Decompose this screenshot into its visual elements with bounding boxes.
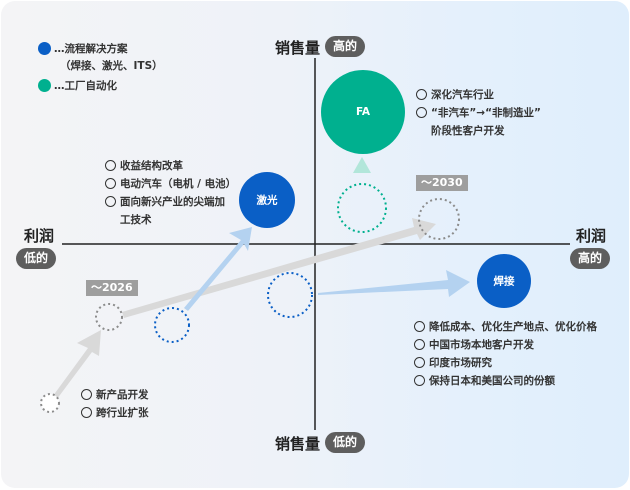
welding-note-text: 印度市场研究 (429, 357, 492, 369)
welding-note-item: 保持日本和美国公司的份额 (414, 372, 597, 390)
bullet-circle-icon (416, 107, 427, 118)
welding-growth-arrow (318, 270, 470, 297)
legend-sublabel-process-solutions: （焊接、激光、ITS） (60, 60, 163, 72)
new-note-text: 跨行业扩张 (96, 407, 149, 419)
y-axis-title-bottom: 销售量 (275, 435, 321, 453)
bullet-circle-icon (414, 321, 425, 332)
welding-note-item: 降低成本、优化生产地点、优化价格 (414, 318, 597, 336)
legend-item-factory-automation: …工厂自动化 (38, 78, 117, 93)
new-note-text: 新产品开发 (96, 389, 149, 401)
growth-arrow-2026-2030 (122, 218, 436, 318)
new-business-notes: 新产品开发 跨行业扩张 (81, 386, 149, 422)
target-2030-circle (418, 198, 460, 240)
laser-bubble-label: 激光 (256, 194, 278, 207)
laser-growth-arrow (184, 227, 252, 311)
fa-notes: 深化汽车行业 “非汽车”→“非制造业” 阶段性客户开发 (416, 86, 541, 140)
new-note-item: 跨行业扩张 (81, 404, 149, 422)
laser-bubble (239, 172, 295, 228)
welding-note-text: 降低成本、优化生产地点、优化价格 (429, 321, 597, 333)
legend-label-factory-automation: …工厂自动化 (54, 80, 117, 92)
laser-note-text: 收益结构改革 (120, 160, 183, 172)
legend-label-process-solutions: …流程解决方案 (54, 43, 128, 55)
laser-note-text: 电动汽车（电机 / 电池） (120, 178, 237, 190)
welding-bubble (477, 254, 531, 308)
fa-note-item: 深化汽车行业 (416, 86, 541, 104)
fa-note-item: “非汽车”→“非制造业” (416, 104, 541, 122)
welding-note-text: 保持日本和美国公司的份额 (429, 375, 555, 387)
welding-note-item: 中国市场本地客户开发 (414, 336, 597, 354)
target-2026-circle (95, 303, 123, 331)
laser-current-circle (154, 307, 190, 343)
fa-growth-arrow (353, 157, 371, 173)
y-high-pill: 高的 (325, 36, 366, 57)
fa-bubble-label: FA (355, 106, 371, 118)
bullet-circle-icon (105, 160, 116, 171)
y-low-pill: 低的 (325, 432, 366, 453)
year-tag-2026: ～2026 (86, 280, 138, 296)
y-axis-title-top: 销售量 (275, 39, 321, 57)
fa-bubble (321, 70, 405, 154)
welding-bubble-label: 焊接 (493, 275, 515, 288)
welding-note-item: 印度市场研究 (414, 354, 597, 372)
x-axis-title-left: 利润 (24, 227, 55, 245)
welding-current-circle (267, 272, 313, 318)
fa-note-text: 深化汽车行业 (431, 89, 494, 101)
fa-note-text: “非汽车”→“非制造业” (431, 107, 541, 119)
bullet-circle-icon (81, 389, 92, 400)
fa-current-circle (337, 183, 387, 233)
welding-note-text: 中国市场本地客户开发 (429, 339, 534, 351)
bullet-circle-icon (105, 196, 116, 207)
growth-arrow-start-2026 (50, 330, 101, 403)
start-point-circle (40, 393, 60, 413)
blue-dot-icon (38, 42, 51, 55)
laser-note-item: 收益结构改革 (105, 157, 236, 175)
x-low-pill: 低的 (16, 248, 57, 269)
bullet-circle-icon (416, 89, 427, 100)
laser-note-continuation: 工技术 (120, 214, 152, 226)
laser-note-item: 面向新兴产业的尖端加 (105, 193, 236, 211)
green-dot-icon (38, 79, 51, 92)
laser-note-item: 电动汽车（电机 / 电池） (105, 175, 236, 193)
laser-notes: 收益结构改革 电动汽车（电机 / 电池） 面向新兴产业的尖端加 工技术 (105, 157, 236, 229)
new-note-item: 新产品开发 (81, 386, 149, 404)
year-tag-2030: ～2030 (416, 175, 468, 191)
bullet-circle-icon (414, 375, 425, 386)
laser-note-text: 面向新兴产业的尖端加 (120, 196, 225, 208)
bullet-circle-icon (414, 339, 425, 350)
bullet-circle-icon (81, 407, 92, 418)
bullet-circle-icon (105, 178, 116, 189)
x-high-pill: 高的 (570, 248, 611, 269)
fa-note-continuation: 阶段性客户开发 (431, 125, 505, 137)
bullet-circle-icon (414, 357, 425, 368)
x-axis-title-right: 利润 (576, 227, 607, 245)
legend-item-process-solutions: …流程解决方案 (38, 41, 128, 56)
welding-notes: 降低成本、优化生产地点、优化价格 中国市场本地客户开发 印度市场研究 保持日本和… (414, 318, 597, 390)
